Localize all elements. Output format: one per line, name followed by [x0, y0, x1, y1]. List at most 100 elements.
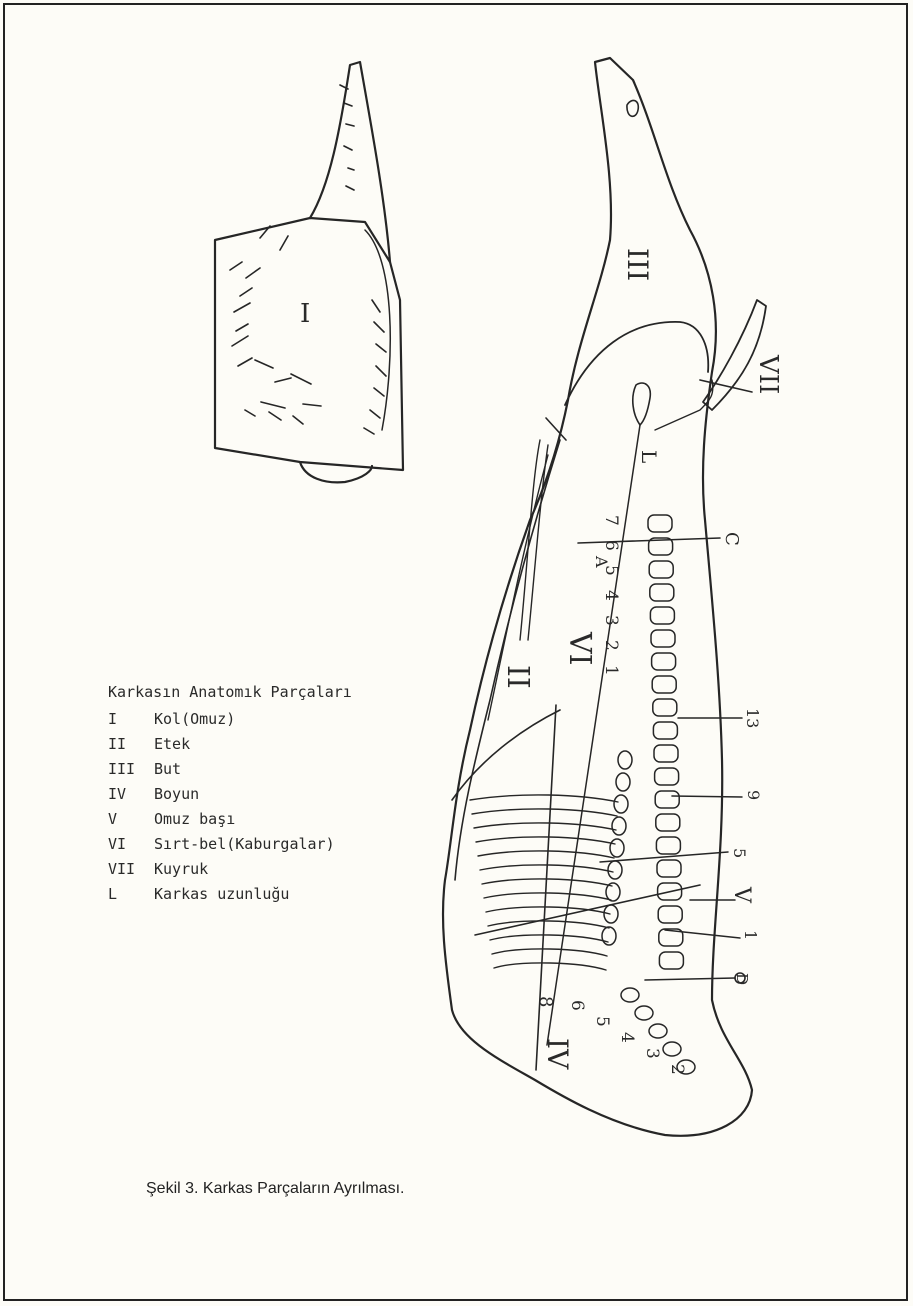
legend-item-name: Omuz başı [154, 807, 235, 832]
vertebra-number-label: 7 [601, 515, 621, 526]
legend-item-name: Kol(Omuz) [154, 707, 235, 732]
rib [490, 935, 608, 942]
neck-number-labels: 65432 [567, 1000, 687, 1075]
vertebra [650, 584, 674, 601]
vertebra-number-label: 3 [642, 1048, 662, 1059]
vertebra-number-label: 2 [601, 640, 621, 651]
vertebra-number-label: 6 [567, 1000, 587, 1011]
legend-item-name: Sırt-bel(Kaburgalar) [154, 832, 335, 857]
vertebra-number-label: 2 [667, 1064, 687, 1075]
label-VI: VI [562, 631, 597, 666]
vertebra-body [616, 773, 630, 791]
legend-title: Karkasın Anatomık Parçaları [108, 680, 352, 705]
legend-item-code: III [108, 757, 154, 782]
legend-item: VOmuz başı [108, 807, 352, 832]
legend-item: IVBoyun [108, 782, 352, 807]
legend-item-name: But [154, 757, 181, 782]
label-III: III [621, 248, 654, 281]
line-1 [665, 930, 740, 938]
label-L: L [637, 450, 661, 463]
flank-cartilage-2 [528, 445, 548, 640]
legend: Karkasın Anatomık Parçaları IKol(Omuz)II… [108, 680, 352, 907]
label-9: 9 [744, 790, 763, 800]
label-IV: IV [541, 1038, 574, 1070]
vertebra [655, 791, 679, 808]
legend-item-code: VI [108, 832, 154, 857]
vertebra [648, 515, 672, 532]
legend-item-code: I [108, 707, 154, 732]
rib [492, 949, 607, 956]
rib [488, 921, 609, 928]
legend-item: VIIKuyruk [108, 857, 352, 882]
legend-item-name: Kuyruk [154, 857, 208, 882]
label-13: 13 [743, 708, 762, 728]
legend-item: IIIBut [108, 757, 352, 782]
legend-item-code: V [108, 807, 154, 832]
vertebra [652, 676, 676, 693]
vertebra-body [602, 927, 616, 945]
hip-tail-area [655, 380, 713, 430]
flank-inner-line [455, 440, 560, 880]
vertebra-body [610, 839, 624, 857]
vertebra [652, 653, 676, 670]
vertebra [656, 837, 680, 854]
line-9 [672, 796, 742, 797]
hip-bone-hole [627, 100, 638, 116]
l-measure-line [547, 425, 640, 1045]
label-VII: VII [753, 354, 783, 394]
diagram-labels: I III VII L C A VI II 13 9 5 V 1 D 8 IV … [300, 248, 783, 1075]
neck-vertebra [635, 1006, 653, 1020]
label-V: V [729, 886, 754, 904]
legend-item-name: Boyun [154, 782, 199, 807]
vertebra [656, 814, 680, 831]
vertebra-number-label: 4 [601, 590, 621, 601]
rib [486, 907, 610, 914]
vertebra-number-label: 1 [601, 665, 621, 676]
rib [478, 851, 614, 858]
vertebra [657, 860, 681, 877]
vertebra-body [608, 861, 622, 879]
neck-vertebra [621, 988, 639, 1002]
rib [484, 893, 611, 900]
shoulder-cut-drawing [215, 62, 403, 482]
vertebra [653, 722, 677, 739]
legend-list: IKol(Omuz)IIEtekIIIButIVBoyunVOmuz başıV… [108, 707, 352, 907]
vertebra-number-label: 4 [617, 1032, 637, 1043]
vertebra [653, 699, 677, 716]
vertebra [658, 906, 682, 923]
rib [474, 823, 616, 830]
ribs [470, 795, 618, 970]
legend-item-code: VII [108, 857, 154, 882]
rib [476, 837, 615, 844]
label-I: I [300, 299, 310, 329]
rib [494, 963, 606, 970]
label-II: II [500, 665, 535, 689]
vertebra [651, 630, 675, 647]
vertebra [654, 745, 678, 762]
vertebra [650, 607, 674, 624]
legend-item-code: IV [108, 782, 154, 807]
tail-cross-line [700, 380, 752, 392]
vertebra-body [618, 751, 632, 769]
flank-vertical-line [536, 705, 556, 1070]
rib [470, 795, 618, 802]
lumbar-number-labels: 7654321 [601, 515, 621, 676]
carcass-outline [443, 58, 752, 1136]
vertebra-number-label: 5 [592, 1016, 612, 1027]
legend-item: IIEtek [108, 732, 352, 757]
vertebra-body [612, 817, 626, 835]
vertebra-body [604, 905, 618, 923]
vertebra [655, 768, 679, 785]
brisket-curve [452, 710, 560, 800]
legend-item: VISırt-bel(Kaburgalar) [108, 832, 352, 857]
shoulder-scapula-arc [365, 230, 390, 430]
vertebra-body [614, 795, 628, 813]
rib [472, 809, 617, 816]
label-1: 1 [741, 930, 760, 940]
label-D: D [733, 973, 751, 985]
legend-item-code: L [108, 882, 154, 907]
shoulder-block-outline [215, 218, 403, 470]
legend-item-code: II [108, 732, 154, 757]
vertebra-number-label: 5 [601, 565, 621, 576]
